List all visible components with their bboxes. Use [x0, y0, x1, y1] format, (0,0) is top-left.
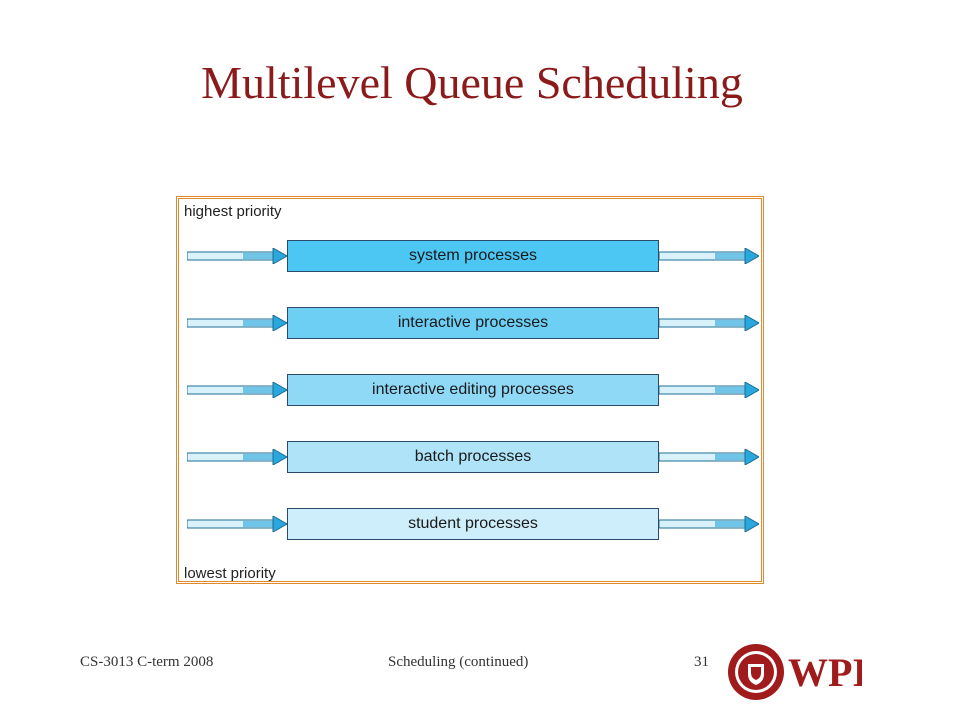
lowest-priority-label: lowest priority — [184, 565, 276, 582]
queue-box: system processes — [287, 240, 659, 272]
queue-box: interactive editing processes — [287, 374, 659, 406]
footer-course: CS-3013 C-term 2008 — [80, 654, 214, 670]
slide-title: Multilevel Queue Scheduling — [201, 57, 743, 108]
multilevel-queue-diagram: highest priority system processes interac… — [176, 196, 764, 584]
footer-page-number: 31 — [694, 654, 709, 670]
output-arrow — [659, 248, 759, 264]
footer-topic: Scheduling (continued) — [388, 654, 529, 670]
queue-box: batch processes — [287, 441, 659, 473]
wpi-logo: WPI — [726, 640, 868, 704]
input-arrow — [187, 449, 287, 465]
output-arrow — [659, 382, 759, 398]
queue-box: interactive processes — [287, 307, 659, 339]
input-arrow — [187, 516, 287, 532]
output-arrow — [659, 449, 759, 465]
wpi-seal-icon: WPI — [728, 644, 868, 700]
input-arrow — [187, 248, 287, 264]
wpi-logo-text: WPI — [788, 650, 862, 695]
highest-priority-label: highest priority — [184, 203, 282, 220]
output-arrow — [659, 516, 759, 532]
input-arrow — [187, 315, 287, 331]
input-arrow — [187, 382, 287, 398]
queue-box: student processes — [287, 508, 659, 540]
output-arrow — [659, 315, 759, 331]
